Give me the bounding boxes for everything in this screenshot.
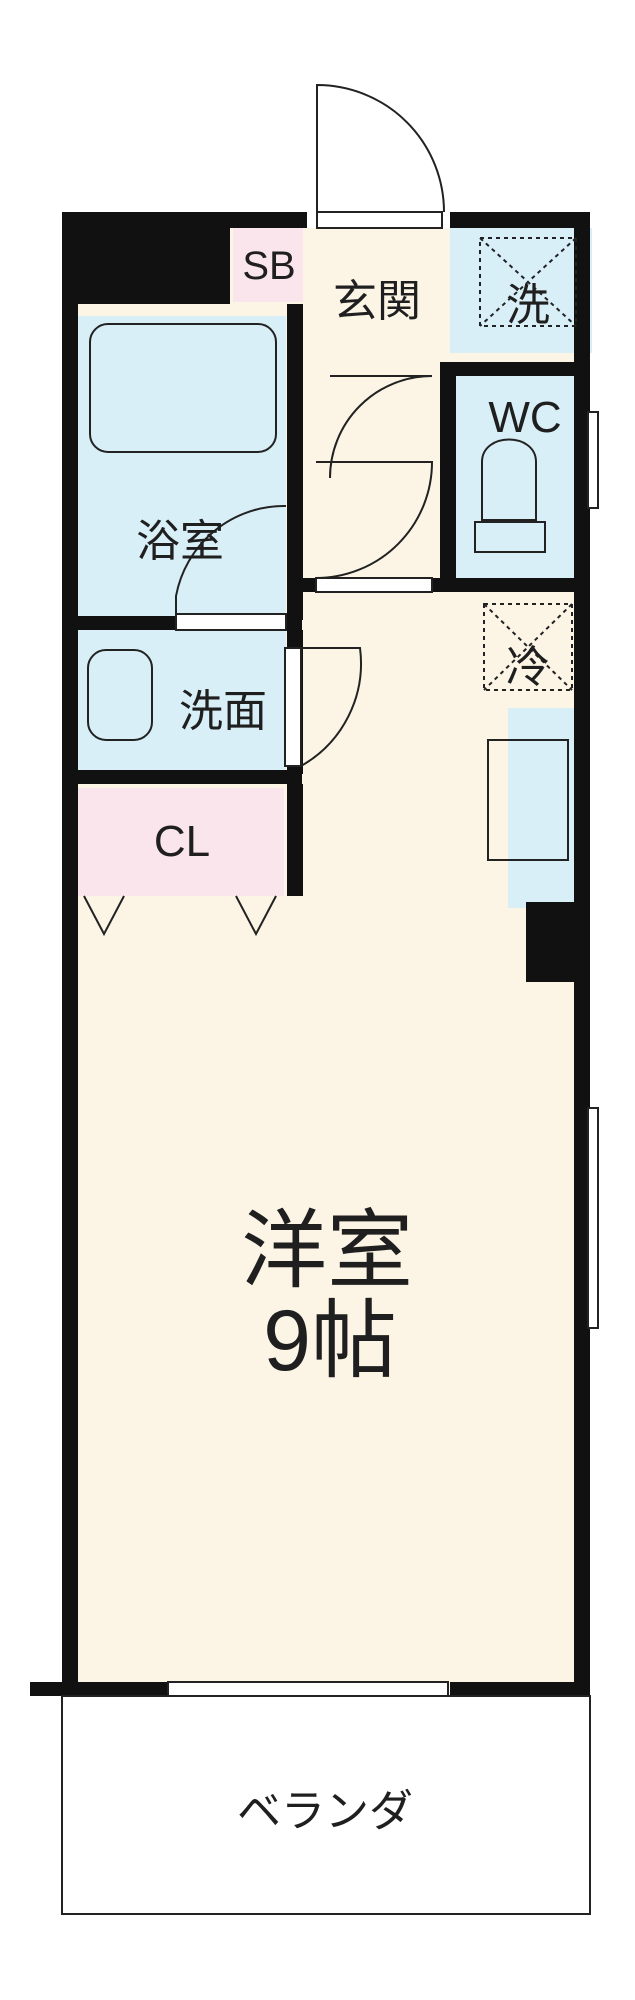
bathroom-door-swing xyxy=(175,504,287,614)
left-wall-block xyxy=(62,212,230,304)
room-label: 洋室 xyxy=(241,1203,413,1299)
sb-label: SB xyxy=(242,244,296,288)
left-outer-wall xyxy=(62,212,78,1692)
entrance-label: 玄関 xyxy=(333,277,421,326)
bathroom-door-opening xyxy=(175,613,287,631)
entrance-door-opening xyxy=(316,211,443,229)
washroom-door-opening xyxy=(284,647,302,767)
closet-right-wall xyxy=(287,784,303,896)
laundry-area xyxy=(450,228,592,353)
closet-door-right xyxy=(235,895,277,937)
toilet-area xyxy=(450,376,588,581)
bottom-wall-right xyxy=(450,1682,590,1696)
closet-area xyxy=(76,788,284,896)
balcony-window-opening xyxy=(167,1681,449,1697)
bathroom-area xyxy=(76,316,286,616)
toilet-left-wall xyxy=(440,362,456,590)
refrigerator-label: 冷 xyxy=(506,643,550,692)
sink-counter xyxy=(487,739,569,861)
bathroom-right-wall xyxy=(287,304,303,620)
closet-label: CL xyxy=(153,817,211,866)
top-wall-right xyxy=(450,212,590,228)
entrance-floor xyxy=(305,228,451,356)
washroom-bottom-wall xyxy=(62,770,302,784)
toilet-bowl xyxy=(481,438,537,521)
washbasin-area xyxy=(76,628,286,773)
toilet-top-wall xyxy=(440,362,590,376)
washbasin xyxy=(87,649,153,741)
laundry-label: 洗 xyxy=(506,281,550,330)
shoe-box-area xyxy=(233,224,303,302)
wc-label: WC xyxy=(488,393,562,442)
toilet-bottom-wall xyxy=(440,578,590,592)
secondary-door-swing xyxy=(329,375,433,479)
bathroom-label: 浴室 xyxy=(136,517,224,566)
kitchen-wall-block xyxy=(526,902,590,982)
washer-space xyxy=(479,237,577,327)
toilet-window xyxy=(587,411,599,509)
washer-cross xyxy=(479,237,577,327)
bathtub xyxy=(89,323,277,453)
toilet-tank xyxy=(474,521,546,553)
room-size-label: 9帖 xyxy=(263,1293,397,1389)
inner-door-swing xyxy=(315,461,434,579)
balcony-label: ベランダ xyxy=(237,1787,413,1836)
entrance-inner-door-opening xyxy=(315,577,433,593)
entrance-door-swing xyxy=(316,83,445,213)
fridge-space xyxy=(483,603,573,691)
washroom-label: 洗面 xyxy=(179,687,267,736)
balcony-outline xyxy=(61,1695,591,1915)
washroom-door-swing xyxy=(300,647,362,767)
bottom-wall-left xyxy=(30,1682,170,1696)
room-window xyxy=(587,1107,599,1329)
closet-door-left xyxy=(83,895,125,937)
